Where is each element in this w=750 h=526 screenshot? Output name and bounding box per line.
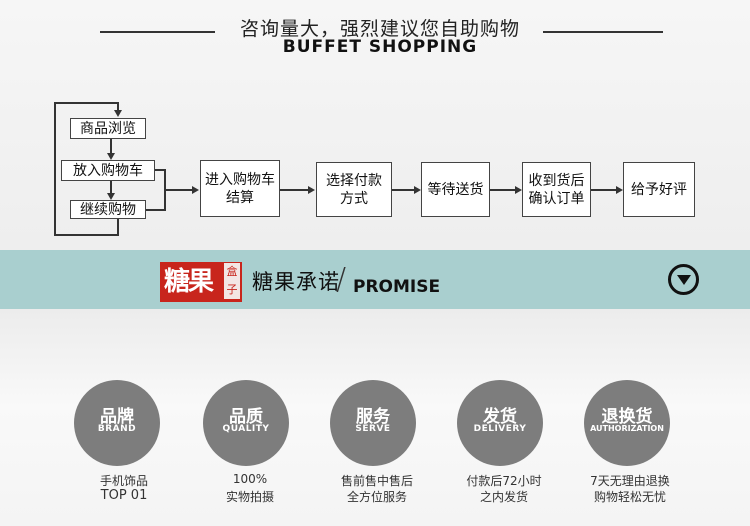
feature-badge-brand: 品牌 BRAND bbox=[74, 380, 160, 466]
flow-step-browse: 商品浏览 bbox=[70, 118, 146, 139]
arrow-right-icon bbox=[515, 186, 522, 194]
bracket-top bbox=[155, 169, 165, 171]
promise-title: 糖果承诺 bbox=[252, 270, 340, 294]
feature-caption: 购物轻松无忧 bbox=[593, 490, 666, 504]
feature-subtitle: QUALITY bbox=[222, 424, 270, 434]
connector bbox=[591, 189, 616, 191]
page-subtitle: BUFFET SHOPPING bbox=[282, 37, 478, 57]
arrow-right-icon bbox=[308, 186, 315, 194]
arrow-right-icon bbox=[616, 186, 623, 194]
feature-caption: TOP 01 bbox=[100, 488, 148, 503]
loop-line-top bbox=[54, 102, 119, 104]
flow-step-wait-delivery: 等待送货 bbox=[421, 162, 490, 217]
arrow-down-icon bbox=[114, 110, 122, 117]
loop-line-up bbox=[117, 218, 119, 236]
feature-caption: 手机饰品 bbox=[99, 474, 148, 488]
feature-subtitle: SERVE bbox=[355, 424, 391, 434]
step-label: 收到货后 bbox=[528, 172, 585, 189]
feature-title: 退换货 bbox=[601, 407, 653, 427]
connector bbox=[280, 189, 308, 191]
flow-step-review: 给予好评 bbox=[623, 162, 695, 217]
connector bbox=[110, 139, 112, 153]
feature-badge-quality: 品质 QUALITY bbox=[203, 380, 289, 466]
step-label: 确认订单 bbox=[528, 190, 585, 207]
loop-line-down bbox=[117, 102, 119, 110]
logo-text: 糖果 bbox=[164, 267, 214, 297]
step-label: 选择付款 bbox=[326, 172, 382, 189]
feature-caption: 付款后72小时 bbox=[466, 474, 542, 488]
connector bbox=[392, 189, 414, 191]
flow-step-payment: 选择付款 方式 bbox=[316, 162, 392, 217]
brand-logo: 糖果 盒子 bbox=[160, 262, 242, 302]
feature-caption: 全方位服务 bbox=[346, 490, 407, 504]
loop-line-left bbox=[54, 102, 56, 236]
feature-badge-authorization: 退换货 AUTHORIZATION bbox=[584, 380, 670, 466]
arrow-down-icon bbox=[107, 153, 115, 160]
promise-subtitle: PROMISE bbox=[353, 277, 441, 297]
feature-caption: 实物拍摄 bbox=[225, 490, 274, 504]
feature-subtitle: BRAND bbox=[97, 424, 137, 434]
feature-caption: 售前售中售后 bbox=[340, 474, 413, 488]
feature-badge-delivery: 发货 DELIVERY bbox=[457, 380, 543, 466]
step-label: 进入购物车 bbox=[205, 171, 275, 188]
header-divider-left bbox=[100, 31, 215, 33]
connector bbox=[490, 189, 515, 191]
arrow-down-icon bbox=[107, 193, 115, 200]
loop-line-bottom bbox=[54, 234, 119, 236]
step-label: 结算 bbox=[226, 189, 254, 206]
feature-subtitle: DELIVERY bbox=[473, 424, 527, 434]
page-title: 咨询量大，强烈建议您自助购物 bbox=[239, 18, 520, 40]
flow-step-continue: 继续购物 bbox=[70, 200, 146, 219]
bracket-bottom bbox=[146, 209, 165, 211]
title-separator: / bbox=[336, 262, 347, 297]
arrow-right-icon bbox=[192, 186, 199, 194]
feature-title: 品牌 bbox=[100, 407, 134, 427]
logo-side-text: 盒子 bbox=[224, 263, 240, 299]
feature-subtitle: AUTHORIZATION bbox=[590, 424, 664, 433]
flow-step-confirm: 收到货后 确认订单 bbox=[522, 162, 591, 217]
feature-badge-serve: 服务 SERVE bbox=[330, 380, 416, 466]
flow-step-checkout: 进入购物车 结算 bbox=[200, 160, 280, 217]
feature-caption: 7天无理由退换 bbox=[590, 474, 670, 488]
feature-caption: 之内发货 bbox=[479, 490, 528, 504]
flow-step-add-to-cart: 放入购物车 bbox=[61, 160, 155, 181]
feature-title: 发货 bbox=[483, 407, 517, 427]
arrow-right-icon bbox=[414, 186, 421, 194]
connector bbox=[110, 181, 112, 194]
chevron-down-circle-icon[interactable] bbox=[668, 264, 699, 295]
step-label: 方式 bbox=[340, 190, 368, 207]
feature-caption: 100% bbox=[232, 472, 268, 486]
header-divider-right bbox=[543, 31, 663, 33]
feature-title: 服务 bbox=[356, 407, 390, 427]
promise-band bbox=[0, 250, 750, 309]
connector bbox=[164, 189, 192, 191]
feature-title: 品质 bbox=[229, 407, 263, 427]
